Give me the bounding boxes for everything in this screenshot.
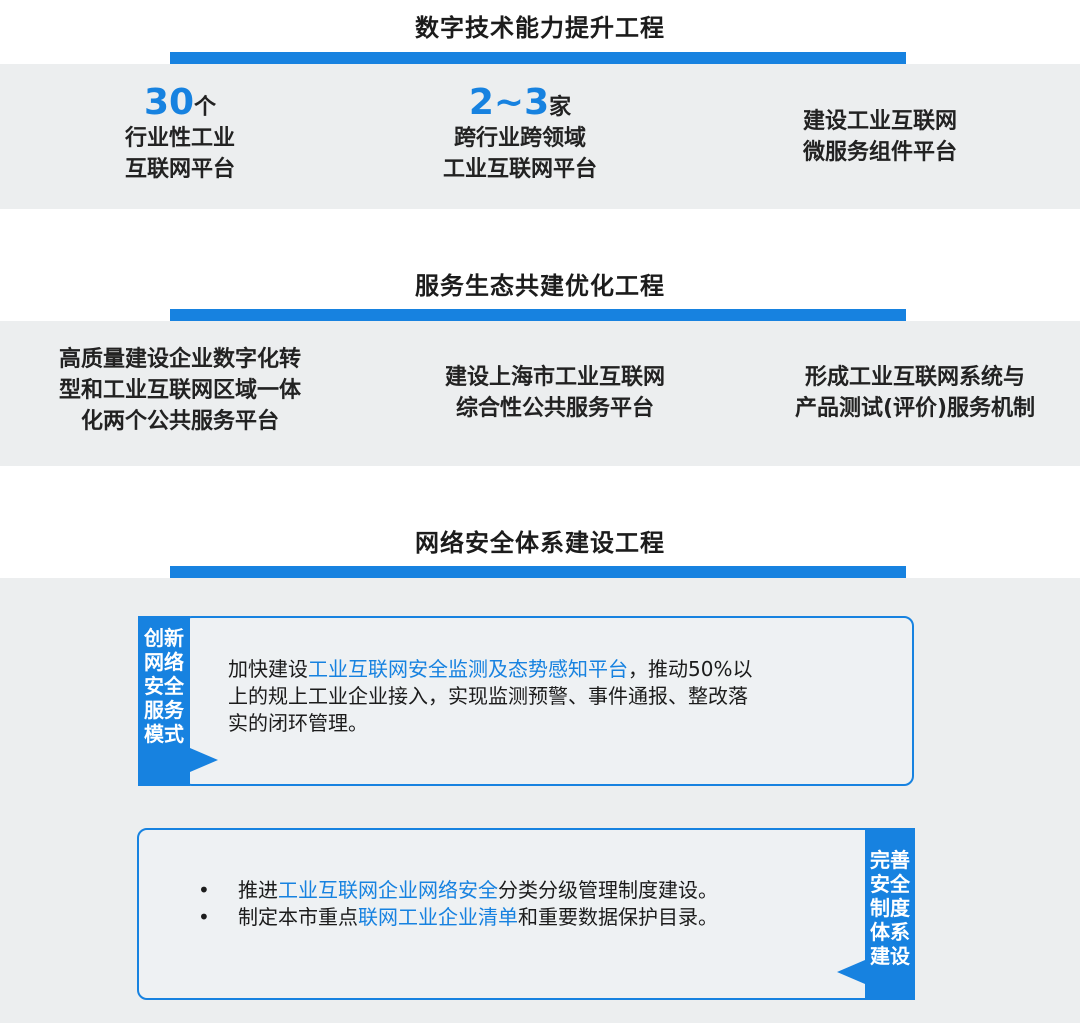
item-cross-industry-platforms: 2~3家 跨行业跨领域 工业互联网平台 — [400, 85, 640, 185]
box1-description: 加快建设工业互联网安全监测及态势感知平台，推动50%以上的规上工业企业接入，实现… — [228, 656, 868, 737]
text-plain: 加快建设 — [228, 657, 308, 681]
item-line: 型和工业互联网区域一体 — [58, 378, 301, 403]
item-testing-mechanism: 形成工业互联网系统与 产品测试(评价)服务机制 — [755, 362, 1075, 424]
item-line: 工业互联网平台 — [442, 157, 597, 182]
item-microservice-platform: 建设工业互联网 微服务组件平台 — [760, 106, 1000, 168]
item-line: 建设上海市工业互联网 — [444, 365, 665, 390]
item-line: 行业性工业 — [124, 126, 235, 151]
section-title-digital-tech: 数字技术能力提升工程 — [415, 14, 665, 42]
bullet-item: 推进工业互联网企业网络安全分类分级管理制度建设。 — [198, 877, 838, 904]
count-number: 30 — [143, 82, 195, 123]
text-plain: 制定本市重点 — [238, 905, 358, 929]
tab-improve-security-system: 完善 安全 制度 体系 建设 — [865, 828, 915, 1000]
text-plain: 推进 — [238, 878, 278, 902]
item-shanghai-platform: 建设上海市工业互联网 综合性公共服务平台 — [405, 362, 705, 424]
tab-line: 体系 — [870, 920, 910, 944]
tab-line: 模式 — [144, 722, 184, 746]
section-title-service-ecosystem: 服务生态共建优化工程 — [415, 272, 665, 300]
count-unit: 家 — [549, 95, 572, 120]
title-underline-bar — [170, 52, 906, 66]
section-title-network-security: 网络安全体系建设工程 — [415, 529, 665, 557]
text-plain: 实的闭环管理。 — [228, 711, 368, 735]
text-plain: 和重要数据保护目录。 — [518, 905, 718, 929]
tab-line: 安全 — [870, 872, 910, 896]
tab-line: 创新 — [144, 626, 184, 650]
tab-innovate-security-service: 创新 网络 安全 服务 模式 — [138, 616, 190, 786]
count-unit: 个 — [194, 95, 217, 120]
tab-line: 制度 — [870, 896, 910, 920]
item-line: 产品测试(评价)服务机制 — [794, 396, 1036, 421]
tab-line: 安全 — [144, 674, 184, 698]
tab-line: 服务 — [144, 698, 184, 722]
item-line: 建设工业互联网 — [802, 109, 957, 134]
item-line: 化两个公共服务平台 — [80, 409, 279, 434]
title-underline-bar — [170, 566, 906, 580]
text-highlight: 工业互联网企业网络安全 — [278, 878, 498, 902]
tab-line: 完善 — [870, 848, 910, 872]
section-band-digital-tech — [0, 64, 1080, 209]
tab-line: 网络 — [144, 650, 184, 674]
text-plain: 分类分级管理制度建设。 — [498, 878, 718, 902]
text-highlight: 联网工业企业清单 — [358, 905, 518, 929]
item-industry-platforms: 30个 行业性工业 互联网平台 — [60, 85, 300, 185]
tab-arrow-left — [837, 960, 865, 984]
tab-arrow-right — [190, 748, 218, 772]
box2-bullets: 推进工业互联网企业网络安全分类分级管理制度建设。 制定本市重点联网工业企业清单和… — [198, 877, 838, 931]
item-line: 形成工业互联网系统与 — [804, 365, 1025, 390]
item-line: 互联网平台 — [124, 157, 235, 182]
text-highlight: 工业互联网安全监测及态势感知平台 — [308, 657, 628, 681]
item-line: 跨行业跨领域 — [453, 126, 586, 151]
section-band-service-ecosystem — [0, 321, 1080, 466]
tab-line: 建设 — [870, 944, 910, 968]
item-line: 综合性公共服务平台 — [455, 396, 654, 421]
title-underline-bar — [170, 309, 906, 323]
item-public-service-platforms: 高质量建设企业数字化转 型和工业互联网区域一体 化两个公共服务平台 — [20, 344, 340, 437]
item-line: 高质量建设企业数字化转 — [58, 347, 301, 372]
text-plain: ，推动50%以 — [628, 657, 753, 681]
count-number: 2~3 — [468, 82, 550, 123]
security-service-box — [182, 616, 914, 786]
text-plain: 上的规上工业企业接入，实现监测预警、事件通报、整改落 — [228, 684, 748, 708]
item-line: 微服务组件平台 — [802, 140, 957, 165]
bullet-item: 制定本市重点联网工业企业清单和重要数据保护目录。 — [198, 904, 838, 931]
